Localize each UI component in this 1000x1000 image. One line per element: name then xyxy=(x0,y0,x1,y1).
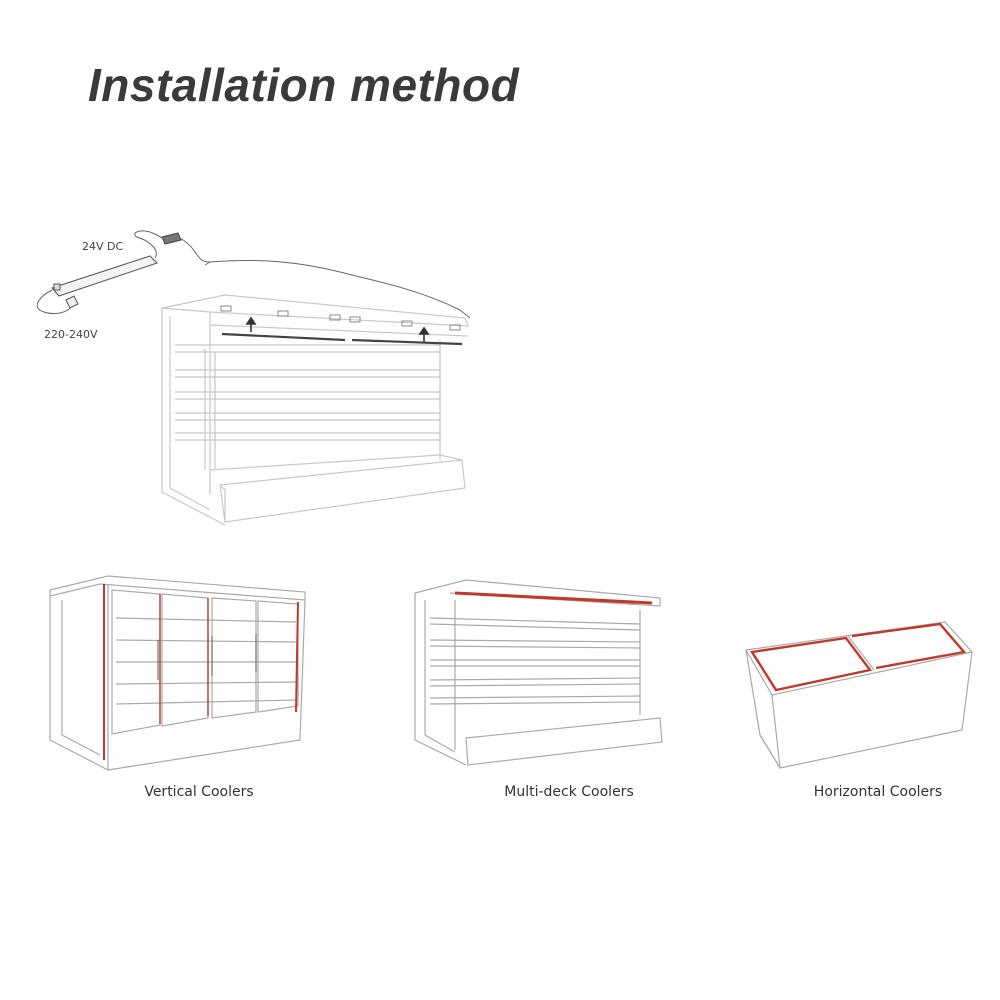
vertical-cooler-led xyxy=(103,584,299,760)
multideck-cooler-illustration xyxy=(414,579,663,766)
horizontal-cooler-illustration xyxy=(745,621,974,769)
dc-voltage-label: 24V DC xyxy=(82,240,123,253)
vertical-cooler-illustration xyxy=(49,575,306,771)
dc-connector xyxy=(161,232,182,245)
install-cooler-drawing xyxy=(161,294,469,526)
horizontal-cooler-led xyxy=(750,622,967,692)
multideck-coolers-caption: Multi-deck Coolers xyxy=(504,784,634,800)
multideck-cooler-led xyxy=(454,591,653,605)
horizontal-coolers-caption: Horizontal Coolers xyxy=(813,784,943,800)
page-title: Installation method xyxy=(88,59,520,111)
led-bar-strip xyxy=(221,332,463,346)
power-adapter xyxy=(51,255,158,297)
vertical-coolers-caption: Vertical Coolers xyxy=(144,784,254,800)
power-wiring xyxy=(36,230,471,319)
ac-voltage-label: 220-240V xyxy=(44,328,98,341)
ac-plug xyxy=(65,295,79,309)
